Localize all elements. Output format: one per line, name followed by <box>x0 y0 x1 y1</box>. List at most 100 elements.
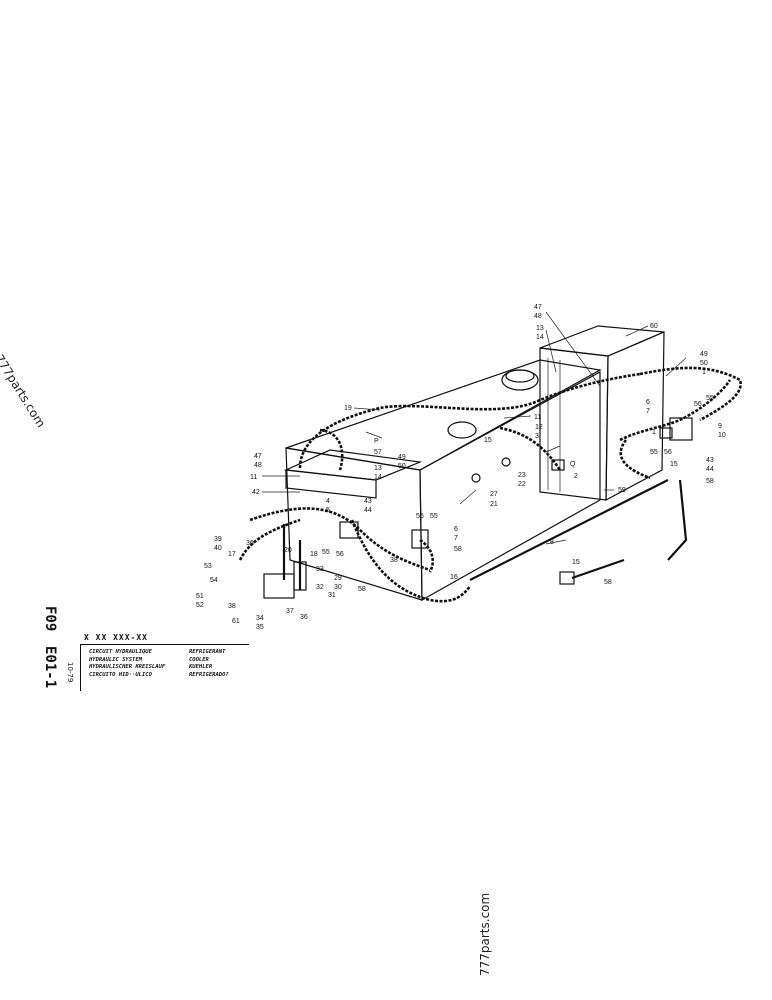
title-es: CIRCUITO HID··ULICO <box>89 671 152 678</box>
callout: 9 <box>718 423 722 430</box>
callout: 47 <box>534 304 542 311</box>
callout: 30 <box>334 584 342 591</box>
title-fr: CIRCUIT HYDRAULIQUE <box>89 649 152 655</box>
callout: 43 <box>706 457 714 464</box>
callout: 61 <box>232 618 240 625</box>
callout: 14 <box>374 474 382 481</box>
callout: 5 <box>326 507 330 514</box>
callout: 7 <box>454 535 458 542</box>
callout: 48 <box>254 462 262 469</box>
callout: 57 <box>374 449 382 456</box>
callout: 31 <box>328 592 336 599</box>
callout: 55 <box>706 395 714 402</box>
callout: 44 <box>706 466 714 473</box>
callout: 17 <box>228 551 236 558</box>
callout: 3 <box>535 433 539 440</box>
callout: 11 <box>534 414 541 421</box>
callout: 4 <box>326 498 330 505</box>
callout: 16 <box>450 574 458 581</box>
callout: 49 <box>700 351 708 358</box>
callout: 29 <box>334 575 342 582</box>
callout: 49 <box>398 454 406 461</box>
callout: 22 <box>518 481 526 488</box>
callout: 40 <box>214 545 222 552</box>
callout: 20 <box>284 547 292 554</box>
cooler-unit-drawing <box>539 325 665 502</box>
subtitle-de: KUEHLER <box>189 664 213 670</box>
callout: 35 <box>256 624 264 631</box>
callout: 60 <box>650 323 658 330</box>
leader-lines <box>262 311 687 545</box>
callout: 53 <box>204 563 212 570</box>
callout: 36 <box>246 540 254 547</box>
hose-and-pipe-lines <box>238 366 742 603</box>
callout: 58 <box>454 546 462 553</box>
callout: 13 <box>374 465 382 472</box>
callout: 56 <box>694 401 702 408</box>
callout: 6 <box>646 399 650 406</box>
callout: 50 <box>398 463 406 470</box>
callout: 55 <box>430 513 438 520</box>
subtitle-es: REFRIGERADO? <box>189 671 229 678</box>
callout: P <box>374 438 379 445</box>
callout: 48 <box>534 313 542 320</box>
callout: 38 <box>228 603 236 610</box>
callout: 21 <box>490 501 498 508</box>
callout: 2 <box>574 473 578 480</box>
callout: 36 <box>300 614 308 621</box>
callout: 13 <box>536 325 544 332</box>
callout: 43 <box>364 498 372 505</box>
callout: 58 <box>604 579 612 586</box>
callout: 59 <box>618 487 626 494</box>
callout: 7 <box>646 408 650 415</box>
callout: 56 <box>416 513 424 520</box>
callout: 55 <box>322 549 330 556</box>
callout: 39 <box>214 536 222 543</box>
callout: 10 <box>718 432 726 439</box>
callout: 42 <box>252 489 260 496</box>
callout: 56 <box>336 551 344 558</box>
callout: 44 <box>364 507 372 514</box>
callout: 8 <box>550 539 554 546</box>
title-de: HYDRAULISCHER KREISLAUF <box>89 664 166 670</box>
watermark-vertical: 777parts.com <box>478 892 492 976</box>
callout: 23 <box>518 472 526 479</box>
callout-labels: 47 48 13 14 60 49 50 1 55 56 6 7 19 11 1… <box>196 304 726 631</box>
callout: 11 <box>250 474 257 481</box>
callout: 51 <box>196 593 204 600</box>
callout: 33 <box>316 566 324 573</box>
callout: 54 <box>210 577 218 584</box>
title-block-right: REFRIGERANT COOLER KUEHLER REFRIGERADO? <box>189 649 229 679</box>
callout: 52 <box>196 602 204 609</box>
callout: 38 <box>390 557 398 564</box>
callout: 55 <box>650 449 658 456</box>
subtitle-fr: REFRIGERANT <box>189 649 226 655</box>
callout: 1 <box>652 429 656 436</box>
callout: 1 <box>702 369 706 376</box>
callout: 14 <box>536 334 544 341</box>
callout: 15 <box>670 461 678 468</box>
callout: 47 <box>254 453 262 460</box>
sheet-date: 10-79 <box>66 662 74 683</box>
fittings <box>263 417 693 599</box>
callout: 6 <box>454 526 458 533</box>
callout: 19 <box>344 405 352 412</box>
title-block-left: CIRCUIT HYDRAULIQUE HYDRAULIC SYSTEM HYD… <box>89 649 165 679</box>
callout: 34 <box>256 615 264 622</box>
title-block: CIRCUIT HYDRAULIQUE HYDRAULIC SYSTEM HYD… <box>80 644 249 691</box>
group-code: F09 <box>42 606 58 632</box>
hydraulic-tank-drawing <box>283 359 602 602</box>
callout: 15 <box>572 559 580 566</box>
callout: 56 <box>664 449 672 456</box>
callout: 37 <box>286 608 294 615</box>
callout: 32 <box>316 584 324 591</box>
title-en: HYDRAULIC SYSTEM <box>89 656 142 663</box>
callout: 18 <box>310 551 318 558</box>
subtitle-en: COOLER <box>189 656 209 663</box>
callout: 15 <box>484 437 492 444</box>
callout: Q <box>570 461 576 468</box>
callout: 27 <box>490 491 498 498</box>
callout: 58 <box>706 478 714 485</box>
callout: 50 <box>700 360 708 367</box>
